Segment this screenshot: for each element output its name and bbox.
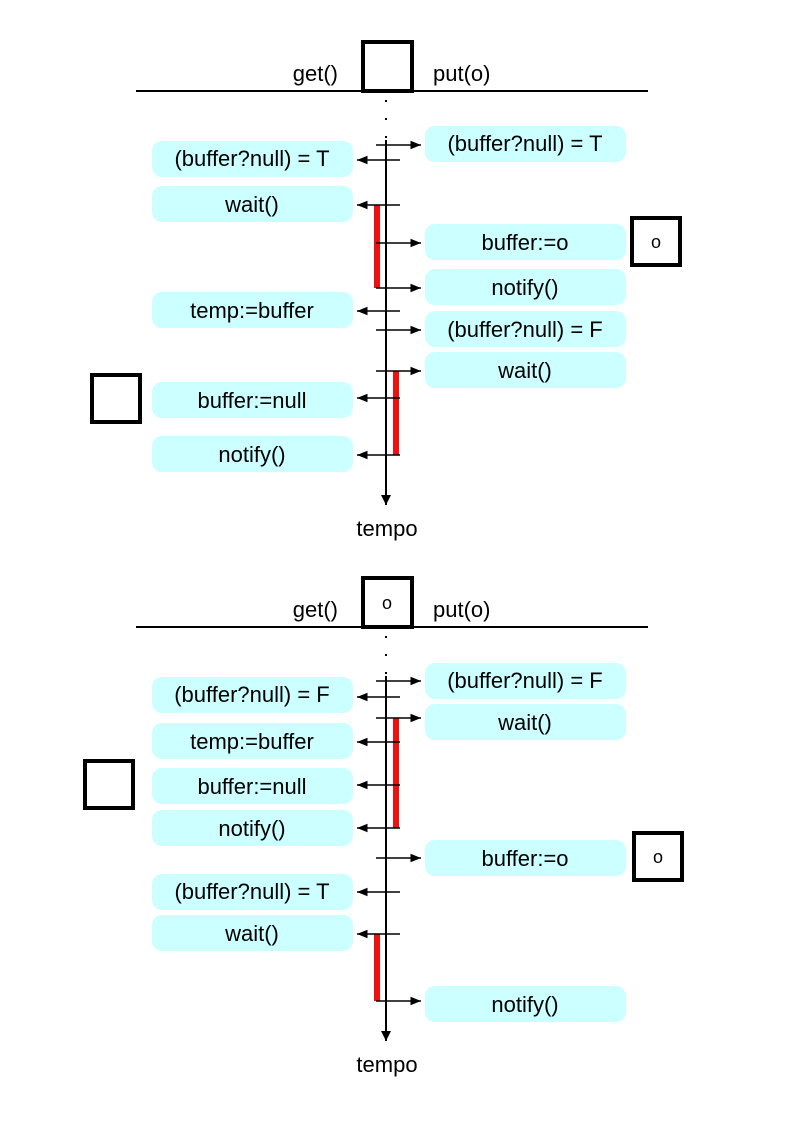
right-step-label: (buffer?null) = F: [447, 668, 603, 693]
left-step-label: notify(): [218, 442, 285, 467]
left-step-label: (buffer?null) = T: [174, 146, 329, 171]
axis-label: tempo: [356, 1052, 417, 1077]
left-step-pill: [152, 677, 353, 713]
left-step-pill: [152, 292, 353, 328]
left-step-label: (buffer?null) = F: [174, 682, 330, 707]
wait-bar: [393, 718, 399, 828]
right-step-label: wait(): [497, 710, 552, 735]
put-label: put(o): [433, 597, 490, 622]
right-step-pill: [425, 663, 626, 699]
left-step-pill: [152, 186, 353, 222]
left-step-label: temp:=buffer: [190, 298, 314, 323]
right-step-pill: [425, 269, 626, 305]
left-step-pill: [152, 436, 353, 472]
right-step-pill: [425, 840, 626, 876]
right-step-pill: [425, 224, 626, 260]
buffer-state-box: [630, 216, 682, 267]
right-step-pill: [425, 126, 626, 162]
left-step-label: buffer:=null: [197, 388, 306, 413]
left-step-pill: [152, 810, 353, 846]
diagram-2: get() put(o) o tempo (buffer?null) = F t…: [83, 576, 684, 1077]
left-step-pill: [152, 141, 353, 177]
right-step-label: (buffer?null) = F: [447, 317, 603, 342]
left-step-pill: [152, 723, 353, 759]
right-step-label: buffer:=o: [481, 846, 568, 871]
left-step-pill: [152, 915, 353, 951]
left-step-label: temp:=buffer: [190, 729, 314, 754]
right-step-label: notify(): [491, 992, 558, 1017]
wait-bar: [374, 934, 380, 1001]
buffer-state-value: o: [651, 232, 661, 252]
left-step-pill: [152, 874, 353, 910]
buffer-box: [361, 576, 414, 629]
right-step-pill: [425, 986, 626, 1022]
right-step-pill: [425, 311, 626, 347]
buffer-state-box: [632, 831, 684, 882]
right-step-label: notify(): [491, 275, 558, 300]
wait-bar: [393, 371, 399, 455]
left-step-pill: [152, 768, 353, 804]
axis-label: tempo: [356, 516, 417, 541]
right-step-label: (buffer?null) = T: [447, 131, 602, 156]
left-step-label: wait(): [224, 921, 279, 946]
right-step-pill: [425, 704, 626, 740]
buffer-state-value: o: [653, 847, 663, 867]
buffer-box: [361, 40, 414, 93]
buffer-state-box: [90, 373, 142, 424]
buffer-state-box: [83, 759, 135, 810]
right-step-pill: [425, 352, 626, 388]
diagram-1: get() put(o) tempo (buffer?null) = T wai…: [90, 40, 682, 541]
get-label: get(): [293, 61, 338, 86]
left-step-label: notify(): [218, 816, 285, 841]
left-step-label: buffer:=null: [197, 774, 306, 799]
wait-bar: [374, 205, 380, 288]
right-step-label: buffer:=o: [481, 230, 568, 255]
left-step-label: wait(): [224, 192, 279, 217]
right-step-label: wait(): [497, 358, 552, 383]
get-label: get(): [293, 597, 338, 622]
buffer-value: o: [382, 593, 392, 613]
left-step-label: (buffer?null) = T: [174, 879, 329, 904]
put-label: put(o): [433, 61, 490, 86]
left-step-pill: [152, 382, 353, 418]
